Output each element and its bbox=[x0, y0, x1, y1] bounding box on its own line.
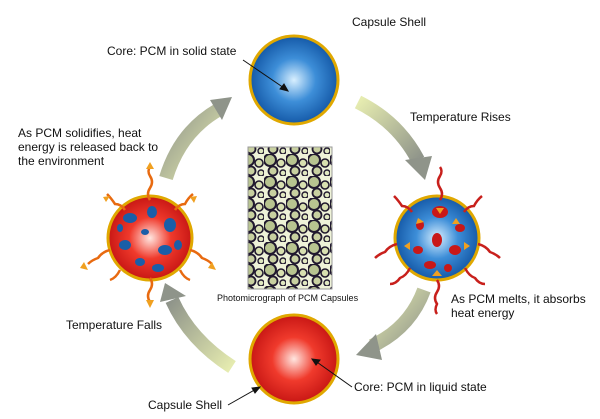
arrow-solidifies-to-solid bbox=[159, 97, 232, 181]
liquid-capsule bbox=[248, 313, 340, 405]
arrow-temperature-rises bbox=[354, 95, 432, 180]
photomicrograph-image bbox=[247, 146, 333, 290]
core-solid-label: Core: PCM in solid state bbox=[107, 44, 237, 58]
photomicrograph-caption: Photomicrograph of PCM Capsules bbox=[217, 293, 359, 303]
melts-label: As PCM melts, it absorbs heat energy bbox=[451, 292, 586, 320]
solid-capsule bbox=[248, 34, 340, 126]
solidifying-capsule bbox=[80, 162, 216, 308]
arrow-melts-to-liquid bbox=[356, 287, 431, 360]
temperature-falls-label: Temperature Falls bbox=[66, 318, 163, 332]
melts-line-1: As PCM melts, it absorbs bbox=[451, 292, 586, 306]
solidifies-line-3: the environment bbox=[18, 154, 105, 168]
solidifies-label: As PCM solidifies, heat energy is releas… bbox=[18, 126, 158, 168]
solidifies-line-1: As PCM solidifies, heat bbox=[18, 126, 142, 140]
arrow-temperature-falls bbox=[160, 283, 236, 373]
temperature-rises-label: Temperature Rises bbox=[410, 110, 511, 124]
core-liquid-label: Core: PCM in liquid state bbox=[354, 380, 487, 394]
melting-capsule bbox=[374, 166, 501, 315]
solidifies-line-2: energy is released back to bbox=[18, 140, 159, 154]
capsule-shell-label-bottom: Capsule Shell bbox=[148, 398, 223, 412]
capsule-shell-label-top: Capsule Shell bbox=[352, 15, 427, 29]
melts-line-2: heat energy bbox=[451, 306, 515, 320]
pointer-lines bbox=[227, 59, 353, 406]
